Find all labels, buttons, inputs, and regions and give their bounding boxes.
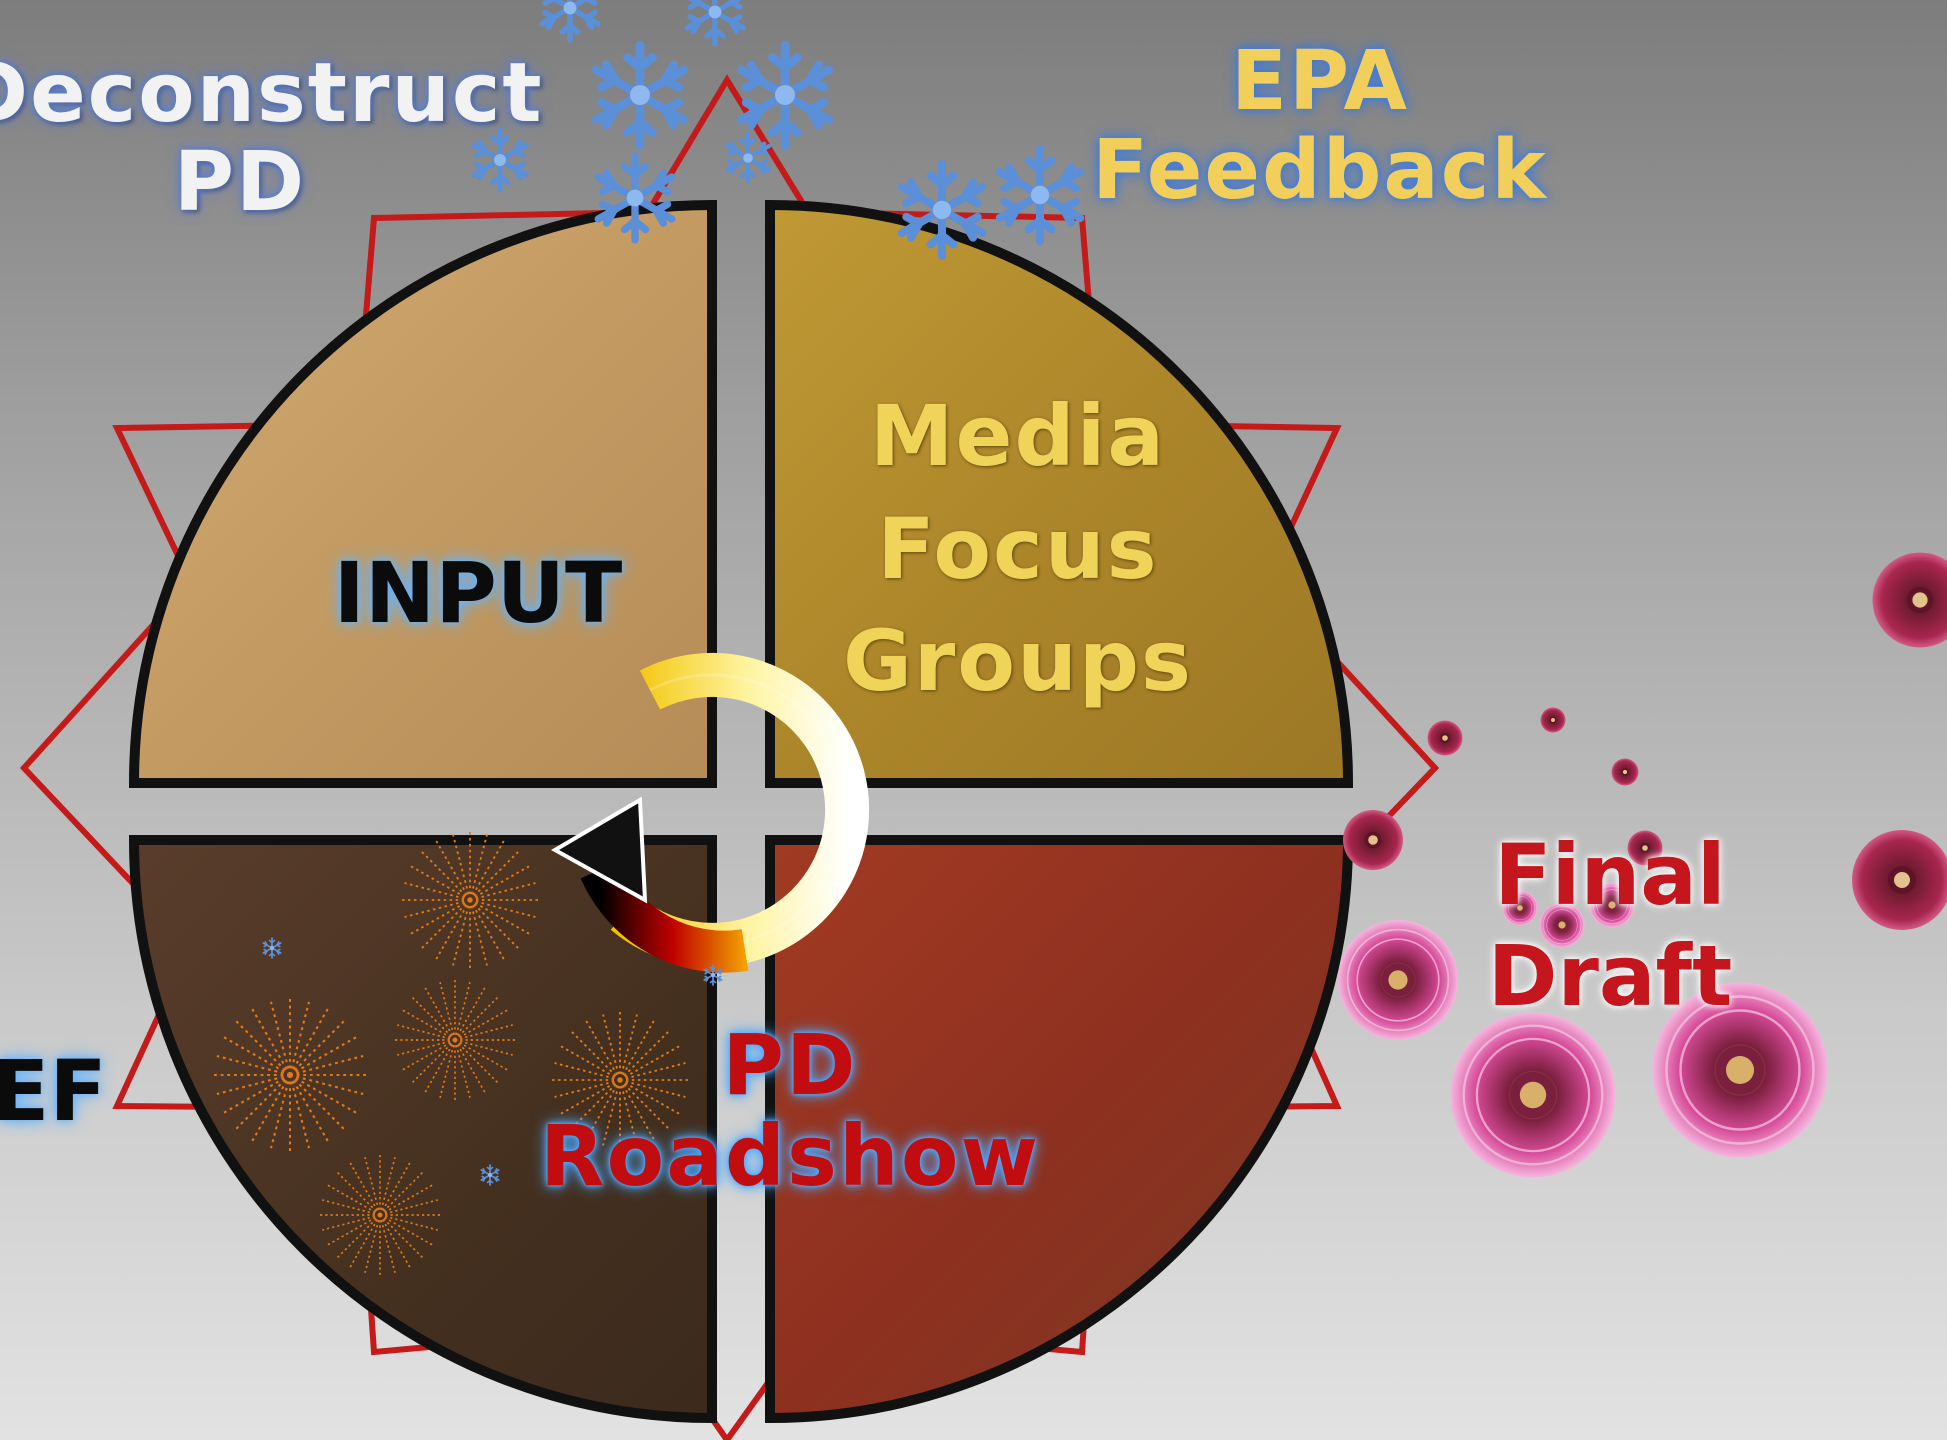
quadrant-top-left bbox=[128, 199, 717, 788]
star-outline bbox=[19, 74, 1440, 1440]
label-pd-roadshow: PD Roadshow bbox=[530, 1020, 1050, 1201]
label-deconstruct-line1: Deconstruct bbox=[0, 46, 544, 141]
label-epa-feedback: EPA Feedback bbox=[1060, 34, 1580, 218]
quadrant-bottom-right bbox=[765, 835, 1354, 1424]
label-left-partial: EF bbox=[0, 1042, 107, 1140]
label-media-line2: Focus bbox=[877, 499, 1159, 598]
label-epa-line2: Feedback bbox=[1092, 122, 1548, 218]
label-pd-roadshow-line2: Roadshow bbox=[539, 1106, 1041, 1205]
label-media-focus-groups: Media Focus Groups bbox=[828, 380, 1208, 718]
cycle-arrow-icon bbox=[550, 652, 870, 973]
label-final-draft-line1: Final bbox=[1494, 826, 1726, 924]
label-final-draft-line2: Draft bbox=[1487, 926, 1733, 1025]
label-deconstruct-line2: PD bbox=[173, 134, 307, 230]
label-media-line3: Groups bbox=[842, 612, 1193, 711]
label-input: INPUT bbox=[333, 544, 623, 642]
label-epa-line1: EPA bbox=[1230, 34, 1410, 129]
label-deconstruct-pd: Deconstruct PD bbox=[0, 46, 544, 230]
label-pd-roadshow-line1: PD bbox=[722, 1016, 858, 1114]
quadrant-bottom-left bbox=[128, 835, 717, 1424]
label-media-line1: Media bbox=[869, 387, 1167, 485]
label-final-draft: Final Draft bbox=[1460, 825, 1760, 1027]
